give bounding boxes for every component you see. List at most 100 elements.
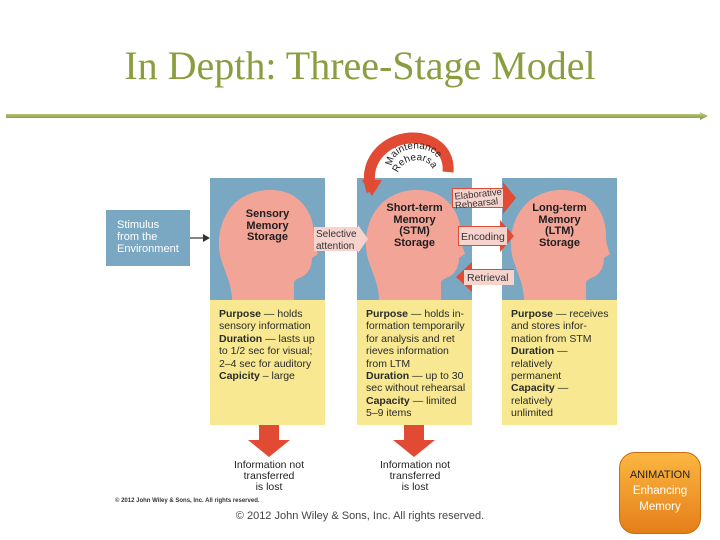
detail-text: 2–4 sec for auditory <box>219 357 312 370</box>
detail-text: — relatively <box>511 345 568 370</box>
detail-line: Capicity – large <box>219 370 319 382</box>
stage-heading-line: (STM) <box>399 225 430 237</box>
detail-text: formation temporarily <box>366 320 465 333</box>
detail-line: Purpose — holds <box>219 308 319 320</box>
detail-line: formation temporarily <box>366 320 466 332</box>
stage-heading: Sensory Memory Storage <box>220 208 315 244</box>
animation-button-line: Memory <box>639 501 681 513</box>
detail-text: — holds in- <box>408 308 465 320</box>
lost-arrow-stm <box>393 425 435 457</box>
stage-heading: Long-term Memory (LTM) Storage <box>512 202 607 249</box>
slide-copyright: © 2012 John Wiley & Sons, Inc. All right… <box>235 510 485 522</box>
detail-text: — relatively <box>511 382 569 407</box>
detail-line: 2–4 sec for auditory <box>219 358 319 370</box>
stimulus-arrow <box>190 234 210 242</box>
detail-line: Capacity — relatively <box>511 382 611 407</box>
head-silhouette-icon <box>365 189 465 300</box>
detail-line: from LTM <box>366 358 466 370</box>
detail-line: sensory information <box>219 320 319 332</box>
title-divider <box>6 112 708 120</box>
note-line: is lost <box>401 481 429 493</box>
note-line: is lost <box>255 481 283 493</box>
detail-text: sec without rehearsal <box>366 382 466 395</box>
detail-line: and stores infor- <box>511 320 611 332</box>
detail-label: Capicity <box>219 370 260 383</box>
not-transferred-note-stm: Information not transferred is lost <box>360 460 470 493</box>
detail-text: rieves information <box>366 345 449 358</box>
long-term-memory-panel: Long-term Memory (LTM) Storage <box>502 178 617 300</box>
detail-label: Duration <box>511 345 555 358</box>
stage-heading-line: Memory <box>393 213 436 226</box>
detail-text: sensory information <box>219 320 311 333</box>
detail-text: – large <box>259 370 295 383</box>
note-line: Information not <box>379 459 451 471</box>
stage-heading-line: Storage <box>394 236 435 249</box>
detail-line: Duration — lasts up <box>219 333 319 345</box>
detail-label: Duration <box>219 332 263 345</box>
detail-line: to 1/2 sec for visual; <box>219 345 319 357</box>
detail-label: Capacity <box>366 394 410 407</box>
stage-heading: Short-term Memory (STM) Storage <box>367 202 462 249</box>
arrow-label-maintenance: Maintenance <box>384 140 444 166</box>
slide-title: In Depth: Three-Stage Model <box>124 43 596 88</box>
detail-line: Duration — up to 30 <box>366 370 466 382</box>
stimulus-line: Stimulus <box>117 219 160 231</box>
detail-text: — holds <box>261 308 303 320</box>
animation-button[interactable]: ANIMATION Enhancing Memory <box>619 452 701 534</box>
stage-heading-line: Memory <box>538 213 581 226</box>
detail-line: mation from STM <box>511 333 611 345</box>
stage-heading-line: Memory <box>246 219 289 232</box>
detail-line: 5–9 items <box>366 407 466 419</box>
detail-line: Purpose — receives <box>511 308 611 320</box>
detail-line: sec without rehearsal <box>366 382 466 394</box>
stimulus-box: Stimulus from the Environment <box>106 210 190 266</box>
detail-label: Capacity <box>511 382 555 395</box>
stage-heading-line: Long-term <box>532 202 587 214</box>
maintenance-rehearsal-arrow: Maintenance Rehearsal <box>0 0 454 196</box>
maintenance-label-line: Maintenance <box>384 140 444 166</box>
stage-heading-line: Storage <box>247 231 288 243</box>
detail-text: — up to 30 <box>409 370 464 383</box>
stage-heading-line: Short-term <box>386 202 443 214</box>
detail-text: to 1/2 sec for visual; <box>219 345 313 358</box>
head-silhouette-icon <box>218 189 318 300</box>
head-silhouette-icon <box>510 189 610 300</box>
detail-text: unlimited <box>511 407 554 420</box>
detail-text: — lasts up <box>262 332 315 345</box>
note-line: transferred <box>389 470 441 482</box>
detail-line: rieves information <box>366 345 466 357</box>
detail-text: mation from STM <box>511 332 592 345</box>
sensory-memory-panel: Sensory Memory Storage <box>210 178 325 300</box>
stimulus-line: Environment <box>117 243 179 255</box>
detail-line: Duration — relatively <box>511 345 611 370</box>
lost-arrow-sensory <box>248 425 290 457</box>
detail-text: — limited <box>409 394 457 407</box>
detail-line: for analysis and ret <box>366 333 466 345</box>
long-term-memory-details: Purpose — receives and stores infor- mat… <box>502 300 617 425</box>
stage-heading-line: Storage <box>539 236 580 249</box>
note-line: transferred <box>243 470 295 482</box>
stage-heading-line: (LTM) <box>544 225 575 237</box>
detail-text: from LTM <box>366 357 411 370</box>
animation-button-line: ANIMATION <box>629 469 691 481</box>
detail-text: 5–9 items <box>366 407 412 420</box>
sensory-memory-details: Purpose — holds sensory information Dura… <box>210 300 325 425</box>
detail-line: Capacity — limited <box>366 395 466 407</box>
detail-label: Purpose <box>219 308 262 320</box>
short-term-memory-panel: Short-term Memory (STM) Storage <box>357 178 472 300</box>
stimulus-line: from the <box>117 231 158 243</box>
detail-text: permanent <box>511 370 562 383</box>
stage-heading-line: Sensory <box>245 208 290 220</box>
detail-text: — receives <box>553 308 609 320</box>
detail-label: Purpose <box>511 308 554 320</box>
short-term-memory-details: Purpose — holds in- formation temporaril… <box>357 300 472 425</box>
detail-label: Duration <box>366 370 410 383</box>
figure-credit: © 2012 John Wiley & Sons, Inc. All right… <box>115 498 260 504</box>
note-line: Information not <box>233 459 305 471</box>
not-transferred-note-sensory: Information not transferred is lost <box>214 460 324 493</box>
detail-text: and stores infor- <box>511 320 587 333</box>
detail-line: Purpose — holds in- <box>366 308 466 320</box>
animation-button-line: Enhancing <box>632 485 688 497</box>
detail-label: Purpose <box>366 308 409 320</box>
detail-line: permanent <box>511 370 611 382</box>
